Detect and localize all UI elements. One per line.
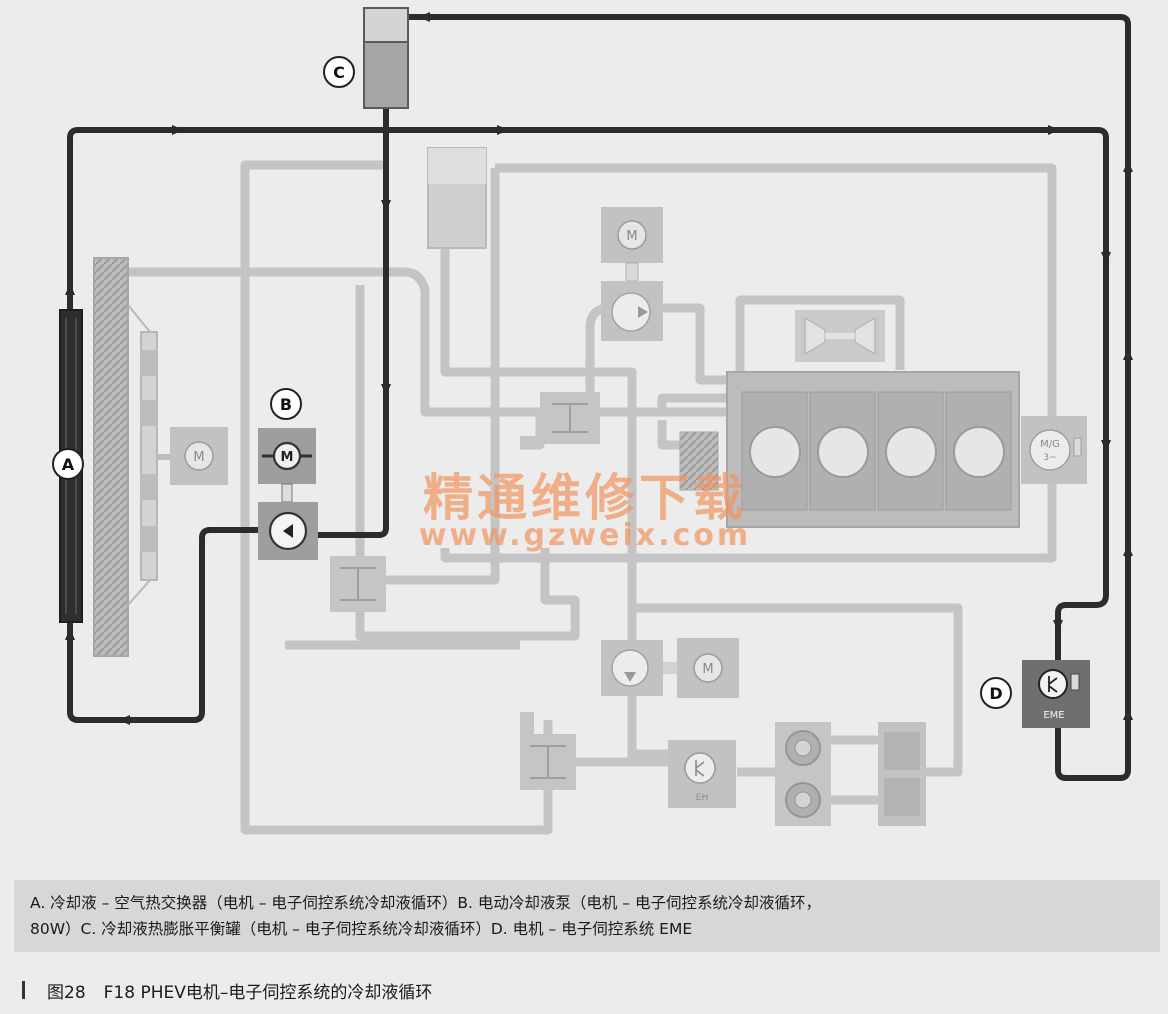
svg-text:B: B	[280, 395, 292, 414]
radiator-fan-motor: M	[157, 427, 228, 485]
flow-direction-arrows	[65, 12, 1133, 725]
engine-pump-motor-label: M	[626, 229, 637, 244]
legend-line-1: A. 冷却液 – 空气热交换器（电机 – 电子伺控系统冷却液循环）B. 电动冷却…	[30, 894, 821, 912]
legend-line-2: 80W）C. 冷却液热膨胀平衡罐（电机 – 电子伺控系统冷却液循环）D. 电机 …	[30, 920, 693, 938]
callout-d: D	[980, 677, 1012, 709]
engine-coolant-lines	[120, 160, 1057, 835]
eh-label: EH	[696, 793, 708, 803]
motor-generator-label: M/G	[1040, 439, 1060, 450]
pump-b-motor-label: M	[281, 450, 294, 465]
expansion-tank-c[interactable]	[363, 7, 409, 109]
oil-cooler	[679, 431, 719, 491]
svg-text:A: A	[62, 455, 75, 474]
motor-generator-phase: 3~	[1043, 453, 1056, 463]
eme-label: EME	[1043, 710, 1064, 721]
motor-generator: M/G 3~	[1021, 416, 1087, 484]
thermostat-lower	[520, 712, 576, 790]
eme-unit-d[interactable]: EME	[1022, 660, 1090, 728]
engine-block	[726, 371, 1020, 528]
callout-c: C	[323, 56, 355, 88]
callout-a: A	[52, 448, 84, 480]
legend-caption: A. 冷却液 – 空气热交换器（电机 – 电子伺控系统冷却液循环）B. 电动冷却…	[14, 880, 1160, 952]
electric-coolant-pump-b[interactable]: M	[258, 428, 318, 560]
figure-number: 图28	[47, 982, 86, 1003]
caption-marker	[22, 981, 25, 999]
heater-core	[775, 722, 831, 826]
engine-expansion-tank	[427, 147, 487, 249]
thermostat-lower-left	[330, 556, 386, 612]
thermostat-central	[520, 392, 600, 448]
aux-pump-motor-label: M	[702, 662, 713, 677]
electric-drive-coolant-circuit	[67, 14, 1131, 781]
figure-caption: 图28 F18 PHEV电机–电子伺控系统的冷却液循环	[22, 975, 432, 1005]
engine-valve-element	[795, 310, 885, 362]
cooling-circuit-diagram: M M M/G 3~	[52, 7, 1133, 835]
engine-coolant-pump: M	[601, 207, 663, 341]
fan-motor-label: M	[193, 450, 204, 465]
electric-heater-eh: EH	[668, 740, 736, 808]
auxiliary-coolant-pump: M	[601, 638, 739, 698]
figure-title: F18 PHEV电机–电子伺控系统的冷却液循环	[103, 982, 433, 1003]
hvac-heat-exchanger	[878, 722, 926, 826]
svg-text:D: D	[989, 684, 1002, 703]
radiator-a[interactable]	[93, 257, 158, 657]
svg-text:C: C	[333, 63, 345, 82]
callout-b: B	[270, 388, 302, 420]
